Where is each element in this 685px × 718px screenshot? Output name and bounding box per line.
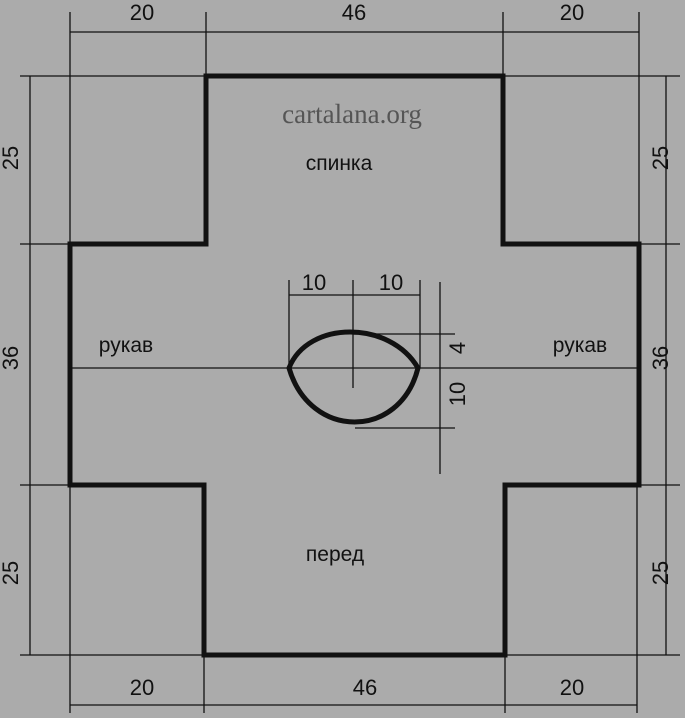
right-dim-top: 25 [648, 146, 673, 170]
top-dim-left: 20 [130, 0, 154, 25]
bottom-dim-left: 20 [130, 675, 154, 700]
right-dim-bottom: 25 [648, 561, 673, 585]
left-dim-bottom: 25 [0, 561, 23, 585]
front-label: перед [306, 543, 364, 566]
watermark-text: cartalana.org [282, 99, 422, 129]
neckline-curve [286, 329, 421, 425]
top-dim-right: 20 [560, 0, 584, 25]
bottom-dim-center: 46 [353, 675, 377, 700]
bottom-dim-right: 20 [560, 675, 584, 700]
right-dim-middle: 36 [648, 346, 673, 370]
left-dim-top: 25 [0, 146, 23, 170]
neck-depth-front: 10 [445, 382, 470, 406]
garment-outline [67, 73, 642, 658]
neck-dimension-lines [288, 280, 455, 474]
neck-width-left: 10 [302, 270, 326, 295]
sleeve-left-label: рукав [99, 334, 153, 357]
back-label: спинка [306, 152, 373, 175]
top-dim-center: 46 [342, 0, 366, 25]
extension-lines [20, 12, 680, 713]
left-dim-middle: 36 [0, 346, 23, 370]
neck-depth-back: 4 [445, 342, 470, 354]
neck-width-right: 10 [379, 270, 403, 295]
dimension-lines [29, 31, 667, 706]
sleeve-right-label: рукав [553, 334, 607, 357]
